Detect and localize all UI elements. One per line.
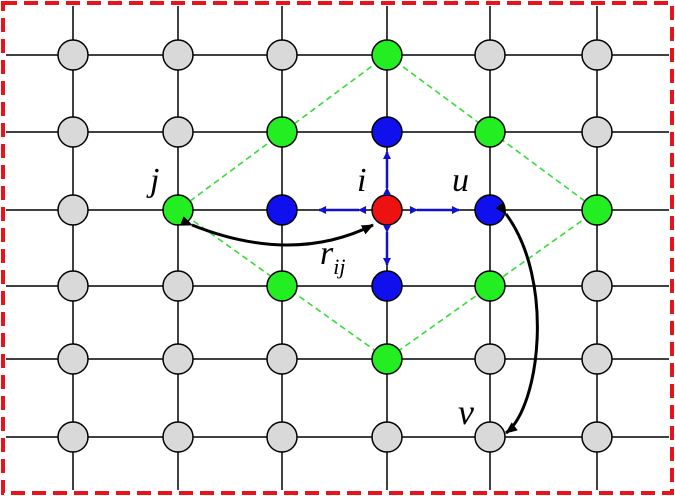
node-gray <box>57 343 89 375</box>
node-gray <box>581 421 613 453</box>
node-gray <box>266 343 298 375</box>
node-gray <box>162 39 194 71</box>
node-green <box>266 270 298 302</box>
node-green <box>581 194 613 226</box>
node-green <box>371 343 403 375</box>
grid-lines <box>6 6 669 490</box>
node-green <box>266 116 298 148</box>
node-gray <box>162 343 194 375</box>
node-gray <box>581 116 613 148</box>
node-green <box>474 270 506 302</box>
label-u: u <box>452 162 469 199</box>
node-blue <box>266 194 298 226</box>
arrows <box>179 151 539 435</box>
node-gray <box>581 343 613 375</box>
node-green <box>474 116 506 148</box>
node-blue <box>474 194 506 226</box>
node-gray <box>581 39 613 71</box>
node-gray <box>57 194 89 226</box>
node-gray <box>266 39 298 71</box>
label-r: r <box>320 235 334 272</box>
node-gray <box>474 421 506 453</box>
node-red <box>371 194 403 226</box>
rhombus-boundary <box>176 54 599 360</box>
node-gray <box>474 343 506 375</box>
node-gray <box>162 116 194 148</box>
distance-arrow-r-ij <box>179 216 374 247</box>
label-i: i <box>357 162 366 199</box>
distance-arrow-u-v <box>495 202 539 435</box>
lattice-nodes <box>57 39 613 453</box>
node-gray <box>581 270 613 302</box>
node-green <box>371 39 403 71</box>
node-gray <box>474 39 506 71</box>
node-gray <box>57 421 89 453</box>
node-gray <box>371 421 403 453</box>
node-green <box>162 194 194 226</box>
node-gray <box>266 421 298 453</box>
node-gray <box>57 39 89 71</box>
label-r-ij: rij <box>320 235 345 279</box>
node-gray <box>57 116 89 148</box>
label-v: v <box>458 392 474 432</box>
label-r-subscript: ij <box>333 254 345 279</box>
labels: j i u v rij <box>146 162 474 432</box>
node-gray <box>57 270 89 302</box>
node-gray <box>162 421 194 453</box>
node-blue <box>371 270 403 302</box>
node-gray <box>162 270 194 302</box>
label-j: j <box>146 162 159 199</box>
rhombus-outline <box>176 54 599 360</box>
node-blue <box>371 116 403 148</box>
